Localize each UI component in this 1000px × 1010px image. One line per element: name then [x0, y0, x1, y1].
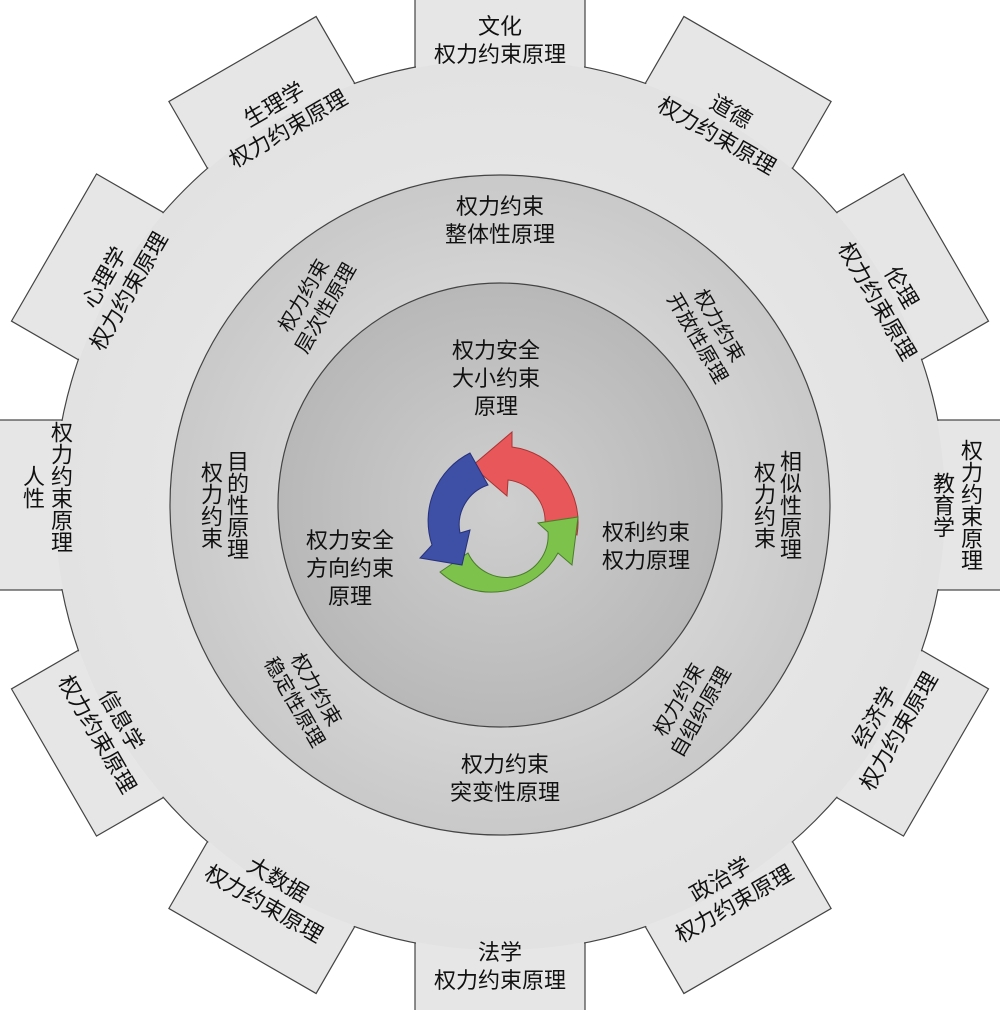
outer-label-culture: 文化权力约束原理	[434, 14, 566, 70]
middle-label-line: 相似性原理	[776, 450, 801, 560]
middle-label-line: 突变性原理	[449, 781, 561, 806]
middle-label-similarity: 相似性原理权力约束	[749, 450, 801, 560]
outer-label-line: 法学	[477, 941, 523, 966]
middle-label-line: 权力约束	[197, 461, 222, 549]
green-cycle-arrow	[439, 516, 579, 593]
red-cycle-arrow	[471, 430, 579, 536]
inner-label-line: 原理	[473, 395, 519, 420]
outer-label-human-nature: 权力约束原理人性	[17, 421, 73, 553]
inner-label-line: 权力原理	[601, 549, 691, 574]
inner-label-security-size: 权力安全大小约束原理	[452, 338, 540, 422]
middle-label-mutation: 权力约束突变性原理	[450, 752, 560, 808]
middle-label-line: 权力约束	[455, 195, 545, 220]
middle-label-holistic: 权力约束整体性原理	[445, 194, 555, 250]
middle-label-line: 目的性原理	[223, 450, 248, 560]
outer-label-law: 法学权力约束原理	[434, 940, 566, 996]
outer-label-line: 权力约束原理	[433, 969, 567, 994]
middle-label-line: 整体性原理	[444, 223, 556, 248]
inner-label-line: 权利约束	[601, 521, 691, 546]
inner-label-line: 大小约束	[451, 367, 541, 392]
middle-label-purpose: 目的性原理权力约束	[196, 450, 248, 560]
inner-label-line: 方向约束	[305, 557, 395, 582]
cycle-arrows	[419, 430, 579, 593]
outer-label-line: 文化	[477, 15, 523, 40]
outer-label-line: 权力约束原理	[957, 439, 982, 571]
inner-label-security-direction: 权力安全方向约束原理	[306, 528, 394, 612]
outer-label-line: 教育学	[929, 472, 954, 538]
outer-label-line: 权力约束原理	[433, 43, 567, 68]
outer-label-education: 权力约束原理教育学	[927, 439, 983, 571]
inner-label-line: 权力安全	[305, 529, 395, 554]
outer-label-line: 人性	[19, 465, 44, 509]
middle-label-line: 权力约束	[750, 461, 775, 549]
inner-label-line: 权力安全	[451, 339, 541, 364]
outer-label-line: 权力约束原理	[47, 421, 72, 553]
middle-label-line: 权力约束	[460, 753, 550, 778]
inner-circle	[277, 282, 723, 728]
inner-label-rights-power: 权利约束权力原理	[602, 520, 690, 576]
inner-label-line: 原理	[327, 585, 373, 610]
blue-cycle-arrow	[419, 452, 489, 566]
